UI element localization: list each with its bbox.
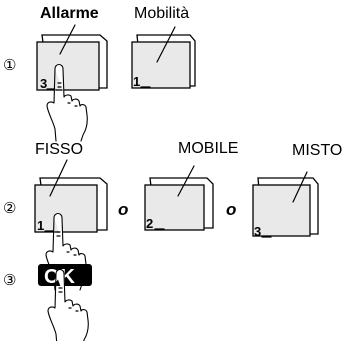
separator-or-1: o [118, 200, 128, 219]
label-mobile: MOBILE [178, 140, 238, 157]
step-number-3: ③ [3, 272, 16, 289]
step-3: ③ OK [3, 264, 92, 341]
label-allarme: Allarme [40, 5, 99, 22]
label-fisso: FISSO [35, 141, 83, 158]
key-mobilita[interactable]: 1 [131, 26, 196, 89]
key-mobile[interactable]: 2 [144, 165, 214, 231]
step-number-2: ② [3, 200, 16, 217]
key-misto-number: 3 [254, 224, 261, 239]
step-2: ② FISSO MOBILE MISTO 1 o 2 o 3 [3, 140, 342, 291]
key-mobile-number: 2 [146, 216, 153, 231]
key-fisso[interactable]: 1 [34, 159, 108, 233]
label-mobilita: Mobilità [134, 5, 189, 22]
step-number-1: ① [3, 57, 16, 74]
key-mobilita-number: 1 [133, 74, 140, 89]
step-1: ① Allarme Mobilità 3 1 [3, 5, 196, 142]
key-allarme[interactable]: 3 [36, 24, 108, 91]
separator-or-2: o [226, 200, 236, 219]
key-fisso-number: 1 [37, 218, 44, 233]
label-misto: MISTO [292, 142, 342, 159]
key-allarme-number: 3 [40, 76, 47, 91]
ok-button[interactable]: OK [38, 264, 92, 288]
key-misto[interactable]: 3 [252, 171, 319, 239]
